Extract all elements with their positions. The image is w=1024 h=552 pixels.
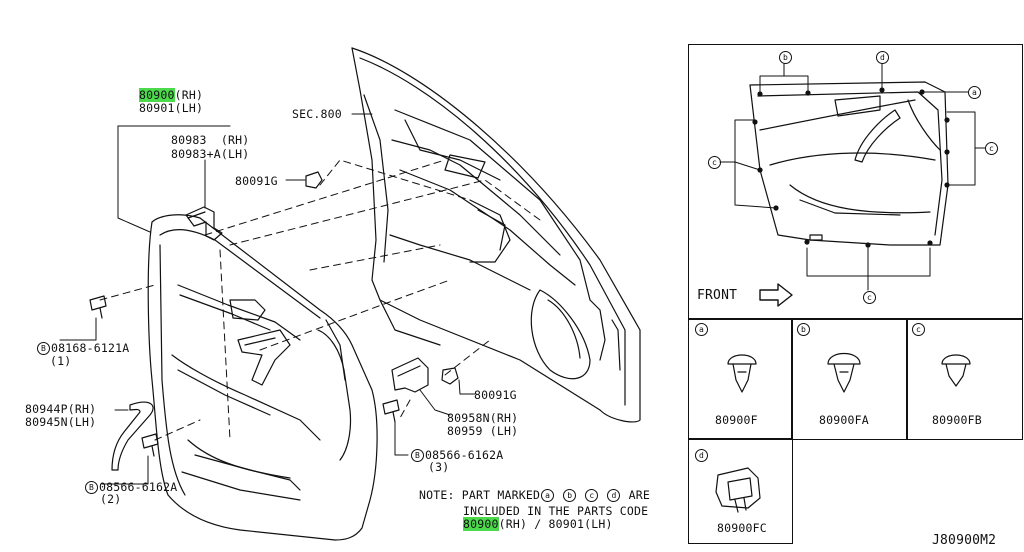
part-label-80944p-rh: 80944P(RH) xyxy=(25,402,97,416)
clip-80091g-mid xyxy=(441,367,459,385)
part-label-80945n-lh: 80945N(LH) xyxy=(25,415,97,429)
note-line-2: INCLUDED IN THE PARTS CODE xyxy=(463,504,649,518)
inset-mark-c-left: c xyxy=(707,156,722,169)
bolt-08566-2 xyxy=(141,433,159,457)
inset-trim-panel xyxy=(749,81,949,246)
front-arrow-icon xyxy=(759,283,793,307)
part-label-80959-lh: 80959 (LH) xyxy=(447,424,519,438)
inset-mark-c-bottom: c xyxy=(862,291,877,304)
leader-lines xyxy=(59,113,476,485)
sec-reference: SEC.800 xyxy=(292,107,342,121)
clip-80091g-top xyxy=(305,171,323,189)
inset-mark-c-right: c xyxy=(984,142,999,155)
bracket-part xyxy=(391,357,429,393)
clip-b-code: 80900FA xyxy=(819,413,869,427)
part-label-80901-lh: 80901(LH) xyxy=(139,101,204,115)
clip-c-mark: c xyxy=(911,323,926,336)
mark-a-icon: a xyxy=(541,489,555,502)
clip-d-code: 80900FC xyxy=(717,521,767,535)
clip-box-a xyxy=(688,318,793,440)
clip-80900f-icon xyxy=(727,354,757,393)
highlighted-part-code: 80900 xyxy=(463,517,499,531)
bolt-08566-3 xyxy=(382,399,400,423)
diagram-id: J80900M2 xyxy=(932,533,997,548)
clip-box-b xyxy=(791,318,908,440)
clip-80900fc-icon xyxy=(715,467,761,513)
note-line-3: 80900(RH) / 80901(LH) xyxy=(463,517,613,531)
bolt-b-mark-icon: B xyxy=(37,342,50,355)
part-label-80983a-lh: 80983+A(LH) xyxy=(171,147,250,161)
clip-box-c xyxy=(906,318,1023,440)
inset-mark-a: a xyxy=(967,86,982,99)
front-label: FRONT xyxy=(697,288,738,303)
clip-location-inset xyxy=(688,44,1023,320)
mark-d-icon: d xyxy=(607,489,621,502)
clip-d-mark: d xyxy=(694,449,709,462)
mark-c-icon: c xyxy=(585,489,599,502)
part-label-80983-rh: 80983 (RH) xyxy=(171,133,250,147)
qty-08566-2: (2) xyxy=(100,492,122,506)
clip-c-code: 80900FB xyxy=(932,413,982,427)
armrest-pull-assembly xyxy=(237,329,291,386)
clip-80900fb-icon xyxy=(941,354,971,387)
qty-08168: (1) xyxy=(50,354,72,368)
bolt-b-mark-icon: B xyxy=(85,481,98,494)
part-label-80091g-mid: 80091G xyxy=(474,388,517,402)
part-label-80091g-top: 80091G xyxy=(235,174,278,188)
inset-leader-lines xyxy=(719,63,986,291)
inset-mark-d: d xyxy=(875,51,890,64)
clip-80900fa-icon xyxy=(827,352,861,393)
clip-a-code: 80900F xyxy=(715,413,758,427)
mark-b-icon: b xyxy=(563,489,577,502)
clip-box-d xyxy=(688,438,793,544)
inset-mark-b: b xyxy=(778,51,793,64)
highlighted-part-code: 80900 xyxy=(139,88,175,102)
door-frame-outline xyxy=(351,47,641,423)
bolt-08168 xyxy=(89,295,107,319)
dashed-guides xyxy=(99,159,541,441)
bolt-b-mark-icon: B xyxy=(411,449,424,462)
clip-b-mark: b xyxy=(796,323,811,336)
door-trim-panel xyxy=(147,214,378,541)
qty-08566-3: (3) xyxy=(428,460,450,474)
part-label-80900-rh: 80900(RH) xyxy=(139,88,204,102)
inner-handle-part xyxy=(185,206,223,241)
part-label-80958n-rh: 80958N(RH) xyxy=(447,411,519,425)
pull-handle-bar xyxy=(111,401,154,471)
clip-a-mark: a xyxy=(694,323,709,336)
